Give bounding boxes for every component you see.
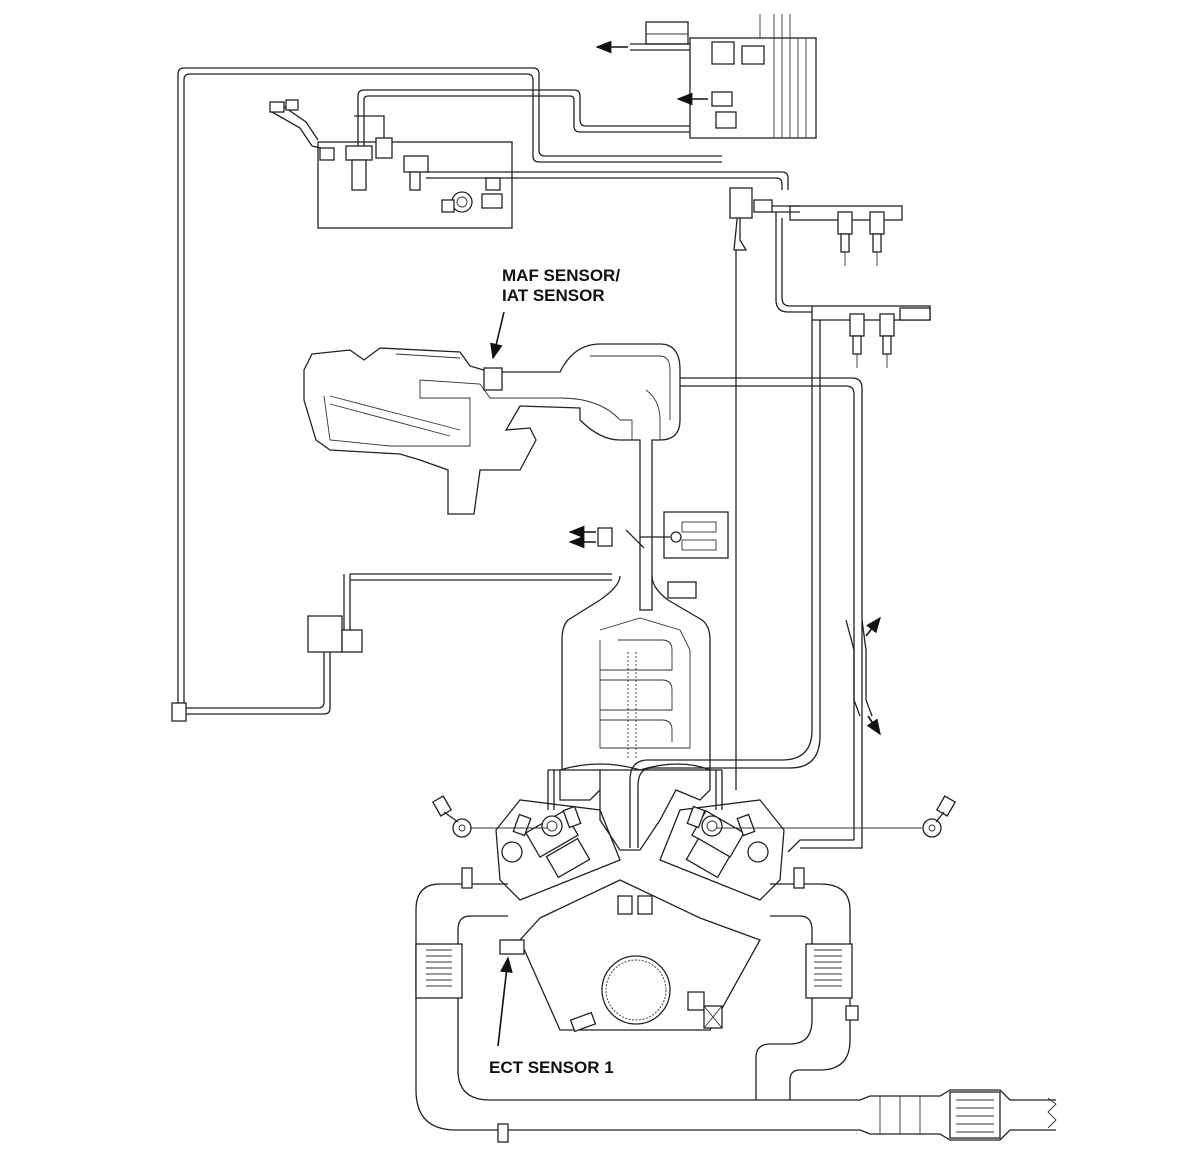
sensor-left — [431, 795, 548, 838]
exhaust-system — [415, 867, 1057, 1143]
evap-canister — [595, 14, 817, 139]
fuel-rails — [629, 187, 931, 848]
evap-canister-assembly — [269, 89, 789, 229]
left-vacuum-hose — [171, 67, 722, 722]
iat-sensor-label: IAT SENSOR — [502, 286, 605, 305]
fuel-injector — [849, 313, 865, 368]
cylinder-head-left — [501, 805, 591, 879]
sensor-right — [716, 795, 957, 838]
purge-solenoid — [307, 615, 343, 653]
throttle-body — [568, 511, 729, 599]
maf-leader-arrow — [490, 311, 505, 360]
cylinder-head-right — [685, 805, 769, 879]
main-catalytic-converter — [949, 1091, 1001, 1139]
oxygen-sensor — [497, 1123, 509, 1143]
intake-manifold — [307, 573, 711, 771]
oxygen-sensor — [461, 867, 473, 889]
engine-block — [431, 763, 957, 1033]
air-cleaner — [303, 343, 863, 840]
catalytic-converter-left — [415, 943, 463, 999]
maf-sensor-label: MAF SENSOR/ — [502, 266, 621, 285]
check-valve — [171, 702, 187, 722]
fuel-injector — [869, 211, 885, 266]
ect-sensor-1 — [499, 939, 525, 955]
coolant-hose — [787, 616, 881, 853]
fuel-injector — [879, 313, 895, 368]
ect-leader-arrow — [497, 956, 513, 1047]
maf-iat-sensor — [483, 367, 503, 391]
oxygen-sensor — [845, 1005, 859, 1021]
ect-sensor-label: ECT SENSOR 1 — [489, 1058, 614, 1077]
fuel-injector — [837, 211, 853, 266]
oxygen-sensor — [793, 867, 805, 889]
catalytic-converter-right — [805, 943, 853, 999]
